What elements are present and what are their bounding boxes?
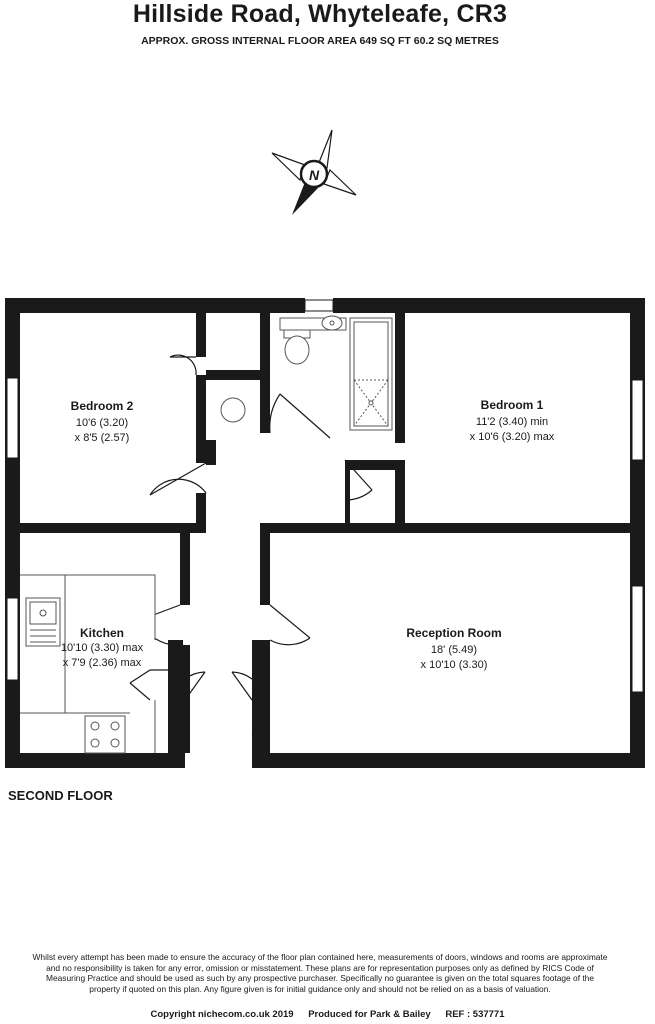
- plan-title: Hillside Road, Whyteleafe, CR3: [132, 0, 508, 28]
- floor-label: SECOND FLOOR: [8, 788, 113, 803]
- boiler-icon: [220, 397, 246, 423]
- bedroom-2-name: Bedroom 2: [71, 399, 134, 413]
- windows: [6, 299, 644, 693]
- bedroom-1-dim-2: x 10'6 (3.20) max: [470, 431, 555, 443]
- kitchen-name: Kitchen: [80, 626, 124, 640]
- bedroom-2-dim-2: x 8'5 (2.57): [75, 432, 130, 444]
- bathroom-fixtures: [220, 315, 393, 431]
- footer: Copyright nichecom.co.uk 2019 Produced f…: [0, 1009, 655, 1020]
- kitchen-dim-2: x 7'9 (2.36) max: [63, 657, 142, 669]
- interior-walls: [20, 313, 630, 753]
- hob-icon: [84, 715, 126, 754]
- kitchen-dim-1: 10'10 (3.30) max: [61, 642, 144, 654]
- bedroom-1-dim-1: 11'2 (3.40) min: [476, 416, 548, 428]
- door-swings: [129, 354, 373, 736]
- compass-letter: N: [309, 167, 320, 183]
- room-label-kitchen: Kitchen 10'10 (3.30) max x 7'9 (2.36) ma…: [61, 626, 144, 669]
- kitchen-fixtures: [20, 574, 156, 754]
- reception-name: Reception Room: [406, 626, 501, 640]
- reception-dim-1: 18' (5.49): [431, 644, 477, 656]
- floor-area-subtitle: APPROX. GROSS INTERNAL FLOOR AREA 649 SQ…: [141, 35, 499, 47]
- bedroom-2-dim-1: 10'6 (3.20): [76, 417, 128, 429]
- footer-produced: Produced for Park & Bailey: [308, 1009, 431, 1020]
- toilet-icon: [284, 335, 310, 365]
- disclaimer-text: Whilst every attempt has been made to en…: [32, 952, 608, 994]
- room-label-bedroom-1: Bedroom 1 11'2 (3.40) min x 10'6 (3.20) …: [470, 398, 555, 443]
- footer-copyright: Copyright nichecom.co.uk 2019: [150, 1009, 294, 1020]
- room-label-reception: Reception Room 18' (5.49) x 10'10 (3.30): [406, 626, 501, 671]
- reception-dim-2: x 10'10 (3.30): [421, 659, 488, 671]
- bedroom-1-name: Bedroom 1: [481, 398, 544, 412]
- room-label-bedroom-2: Bedroom 2 10'6 (3.20) x 8'5 (2.57): [71, 399, 134, 444]
- footer-ref: REF : 537771: [445, 1009, 505, 1020]
- north-compass-icon: N: [271, 129, 357, 215]
